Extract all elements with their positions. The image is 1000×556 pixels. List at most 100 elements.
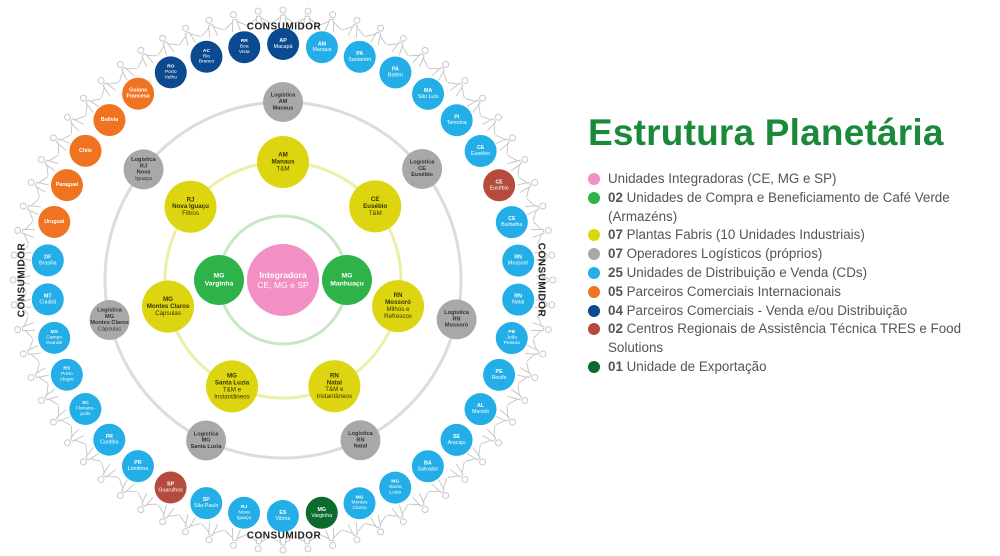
node-circle (190, 487, 223, 520)
consumer-figure (37, 155, 59, 176)
consumer-figure (10, 292, 32, 316)
consumer-figure (97, 462, 119, 484)
consumer-figure (480, 425, 502, 447)
node-label: Refrescos (384, 313, 412, 320)
legend-swatch (588, 248, 600, 261)
legend-swatch (588, 360, 600, 373)
consumer-figure (408, 46, 429, 68)
node-label: Montes Claros (147, 303, 190, 310)
consumer-figure (428, 477, 450, 499)
consumer-figure (365, 24, 387, 46)
node-label: Natal (327, 379, 342, 386)
consumer-figure (9, 268, 31, 292)
node-label: Nova (238, 509, 250, 515)
node-circle (495, 206, 528, 239)
node-label: Montes Claros (90, 320, 129, 326)
node-label: PA (356, 51, 363, 57)
node-label: PB (508, 329, 515, 335)
node-label: CE (508, 216, 516, 222)
node-internacional-bolivia: Bolívia (93, 104, 126, 137)
legend-count: 01 (608, 358, 623, 374)
node-label: RJ (140, 163, 147, 169)
consumer-figure (27, 362, 49, 384)
node-label: MG (202, 438, 211, 444)
node-label: polis (80, 411, 91, 417)
node-circle (93, 423, 126, 456)
node-label: AL (477, 403, 485, 409)
node-label: Montes (352, 500, 369, 506)
node-label: Iguaçu (135, 176, 152, 182)
node-label: Alegre (60, 377, 74, 383)
node-circle (305, 31, 338, 64)
consumer-figure (14, 221, 36, 245)
consumer-figure (27, 176, 49, 198)
node-label: Iguaçu (237, 515, 252, 521)
node-label: MG (356, 494, 364, 500)
node-label: PI (454, 114, 460, 120)
node-circle (228, 31, 261, 64)
node-label: CE, MG e SP (257, 280, 309, 290)
node-circle (257, 136, 309, 188)
consumer-figure (19, 198, 41, 221)
node-label: Brasília (39, 260, 57, 266)
node-circle (464, 393, 497, 426)
node-label: Eusébio (411, 172, 433, 178)
consumer-figure (295, 531, 319, 553)
node-label: CE (418, 166, 426, 172)
consumer-figure (342, 522, 365, 544)
node-label: RR (241, 38, 249, 44)
node-label: Logística (97, 308, 122, 314)
consumer-figure (387, 504, 408, 526)
node-label: Santarém (348, 57, 372, 63)
node-label: AM (279, 99, 288, 105)
node-circle (502, 283, 535, 316)
planetary-diagram: CONSUMIDORCONSUMIDORCONSUMIDORCONSUMIDOR… (9, 6, 557, 554)
node-label: Instantâneos (214, 393, 249, 400)
node-circle (308, 360, 361, 413)
node-circle (436, 299, 477, 340)
consumer-figure (64, 113, 86, 135)
node-circle (483, 358, 516, 391)
legend-count: 25 (608, 264, 623, 280)
consumer-figure (534, 292, 556, 316)
node-circle (483, 169, 516, 202)
consumer-ring (9, 6, 557, 554)
consumer-figure (447, 462, 469, 484)
node-label: Logística (410, 160, 435, 166)
node-label: T&M e (223, 386, 242, 393)
consumer-figure (480, 113, 502, 135)
node-label: MG (214, 273, 225, 280)
node-label: AP (279, 38, 287, 44)
node-label: RJ (187, 196, 195, 203)
node-label: Santa Luzia (191, 444, 223, 450)
node-label: Paraguai (56, 182, 79, 188)
node-label: BA (424, 460, 432, 466)
node-label: MG (391, 479, 399, 485)
node-label: RN (356, 437, 364, 443)
consumer-figure (37, 384, 59, 405)
node-label: AM (278, 152, 288, 159)
legend-count: 02 (608, 321, 623, 337)
node-label: Teresina (447, 120, 467, 126)
consumer-figure (79, 444, 101, 466)
node-label: SP (167, 482, 175, 488)
legend-text: Centros Regionais de Assistência Técnica… (608, 321, 962, 356)
node-label: Velho (165, 74, 178, 80)
node-label: Luzia (389, 490, 401, 496)
node-label: CE (371, 196, 380, 203)
